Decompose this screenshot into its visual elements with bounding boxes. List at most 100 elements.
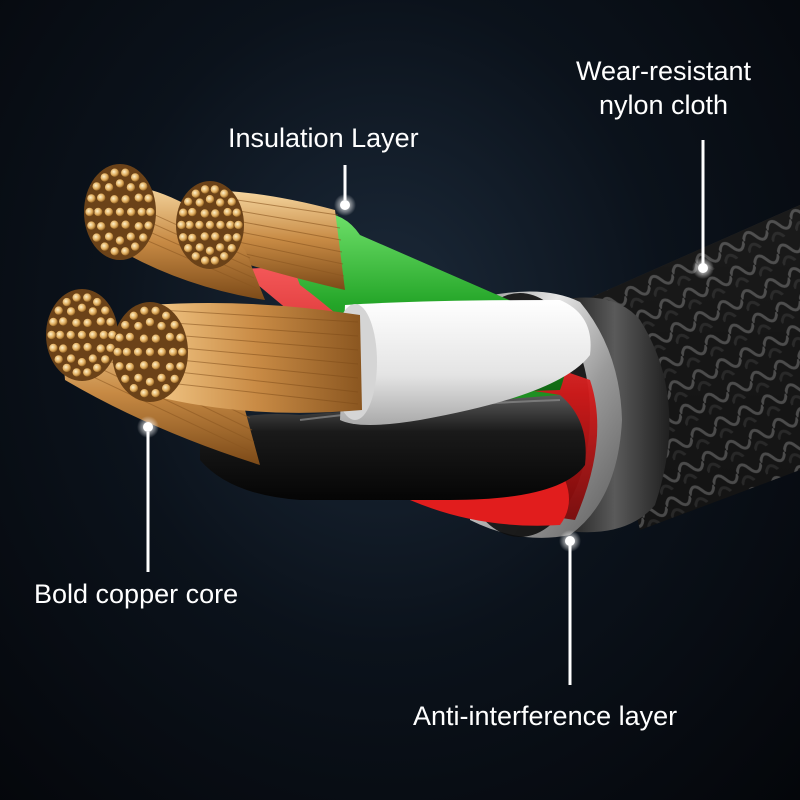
copper-strands-white [150,302,362,413]
copper-strand-end [176,219,187,230]
copper-strand-end [187,207,198,218]
copper-strand-end [156,346,167,357]
copper-strand-end [128,310,139,321]
copper-strand-end [161,383,172,394]
copper-strand-end [61,297,72,308]
copper-strand-end [178,207,189,218]
copper-strand-end [65,329,76,340]
copper-strand-end [103,206,114,217]
copper-strand-end [109,167,120,178]
copper-strand-end [109,194,120,205]
copper-strand-end [150,333,161,344]
copper-strand-end [150,360,161,371]
copper-strand-end [55,329,66,340]
copper-strand-end [61,362,72,373]
copper-strand-end [194,242,205,253]
copper-strand-end [133,192,144,203]
copper-strand-end [168,346,179,357]
strand-dots [46,167,244,399]
wear-resistant-label: Wear-resistant nylon cloth [556,55,771,123]
copper-strand-end [96,192,107,203]
copper-strand-end [130,241,141,252]
copper-strand-end [104,231,115,242]
copper-strand-end [120,320,131,331]
copper-strand-end [53,305,64,316]
copper-strand-end [71,292,82,303]
copper-strand-end [91,181,102,192]
callout-dot-icon [334,194,356,216]
copper-strand-end [71,367,82,378]
copper-strand-end [125,361,136,372]
copper-strand-end [175,332,186,343]
copper-strand-end [115,206,126,217]
copper-strand-end [133,221,144,232]
copper-strand-end [88,329,99,340]
copper-strand-end [183,196,194,207]
copper-strand-end [215,242,226,253]
copper-strand-end [120,194,131,205]
copper-strand-end [178,232,189,243]
copper-strand-end [194,197,205,208]
copper-strand-end [200,255,211,266]
copper-strand-end [58,343,69,354]
copper-strand-end [231,232,242,243]
copper-strand-end [169,320,180,331]
strand-bundle-ends [46,164,244,402]
copper-strand-end [46,329,57,340]
copper-strand-end [215,219,226,230]
copper-strand-end [190,188,201,199]
copper-strand-end [71,317,82,328]
copper-strand-end [120,246,131,257]
copper-strand-end [204,194,215,205]
copper-strand-end [126,206,137,217]
copper-strand-end [130,172,141,183]
copper-strand-end [98,329,109,340]
copper-strand-end [82,367,93,378]
copper-strand-end [82,317,93,328]
copper-strand-end [53,354,64,365]
copper-strand-end [210,208,221,219]
copper-strand-end [204,219,215,230]
copper-strand-end [215,197,226,208]
copper-strand-end [82,342,93,353]
copper-strand-end [138,333,149,344]
copper-strand-end [92,297,103,308]
copper-strand-end [144,376,155,387]
copper-strand-end [231,207,242,218]
copper-strand-end [164,361,175,372]
copper-strand-end [86,220,97,231]
copper-strand-end [120,167,131,178]
copper-strand-end [105,316,116,327]
copper-strand-end [150,388,161,399]
callout-dots [137,194,714,552]
copper-strand-end [128,383,139,394]
copper-strand-end [96,221,107,232]
copper-strand-end [226,196,237,207]
copper-strand-end [71,342,82,353]
copper-strand-end [150,305,161,316]
copper-strand-end [233,219,244,230]
copper-strand-end [199,231,210,242]
copper-strand-end [48,342,59,353]
copper-strand-end [143,193,154,204]
copper-strand-end [226,243,237,254]
copper-strand-end [86,193,97,204]
copper-strand-end [204,245,215,256]
copper-strand-end [87,306,98,317]
copper-strand-end [169,373,180,384]
copper-strand-end [58,316,69,327]
copper-strand-end [100,305,111,316]
copper-strand-end [219,188,230,199]
copper-strand-end [222,207,233,218]
copper-strand-end [156,372,167,383]
copper-strand-end [125,231,136,242]
copper-strand-end [100,354,111,365]
callout-dot-icon [559,530,581,552]
copper-strand-end [144,317,155,328]
copper-strand-end [139,360,150,371]
copper-strand-end [114,361,125,372]
copper-strand-end [93,206,104,217]
copper-strand-end [133,321,144,332]
